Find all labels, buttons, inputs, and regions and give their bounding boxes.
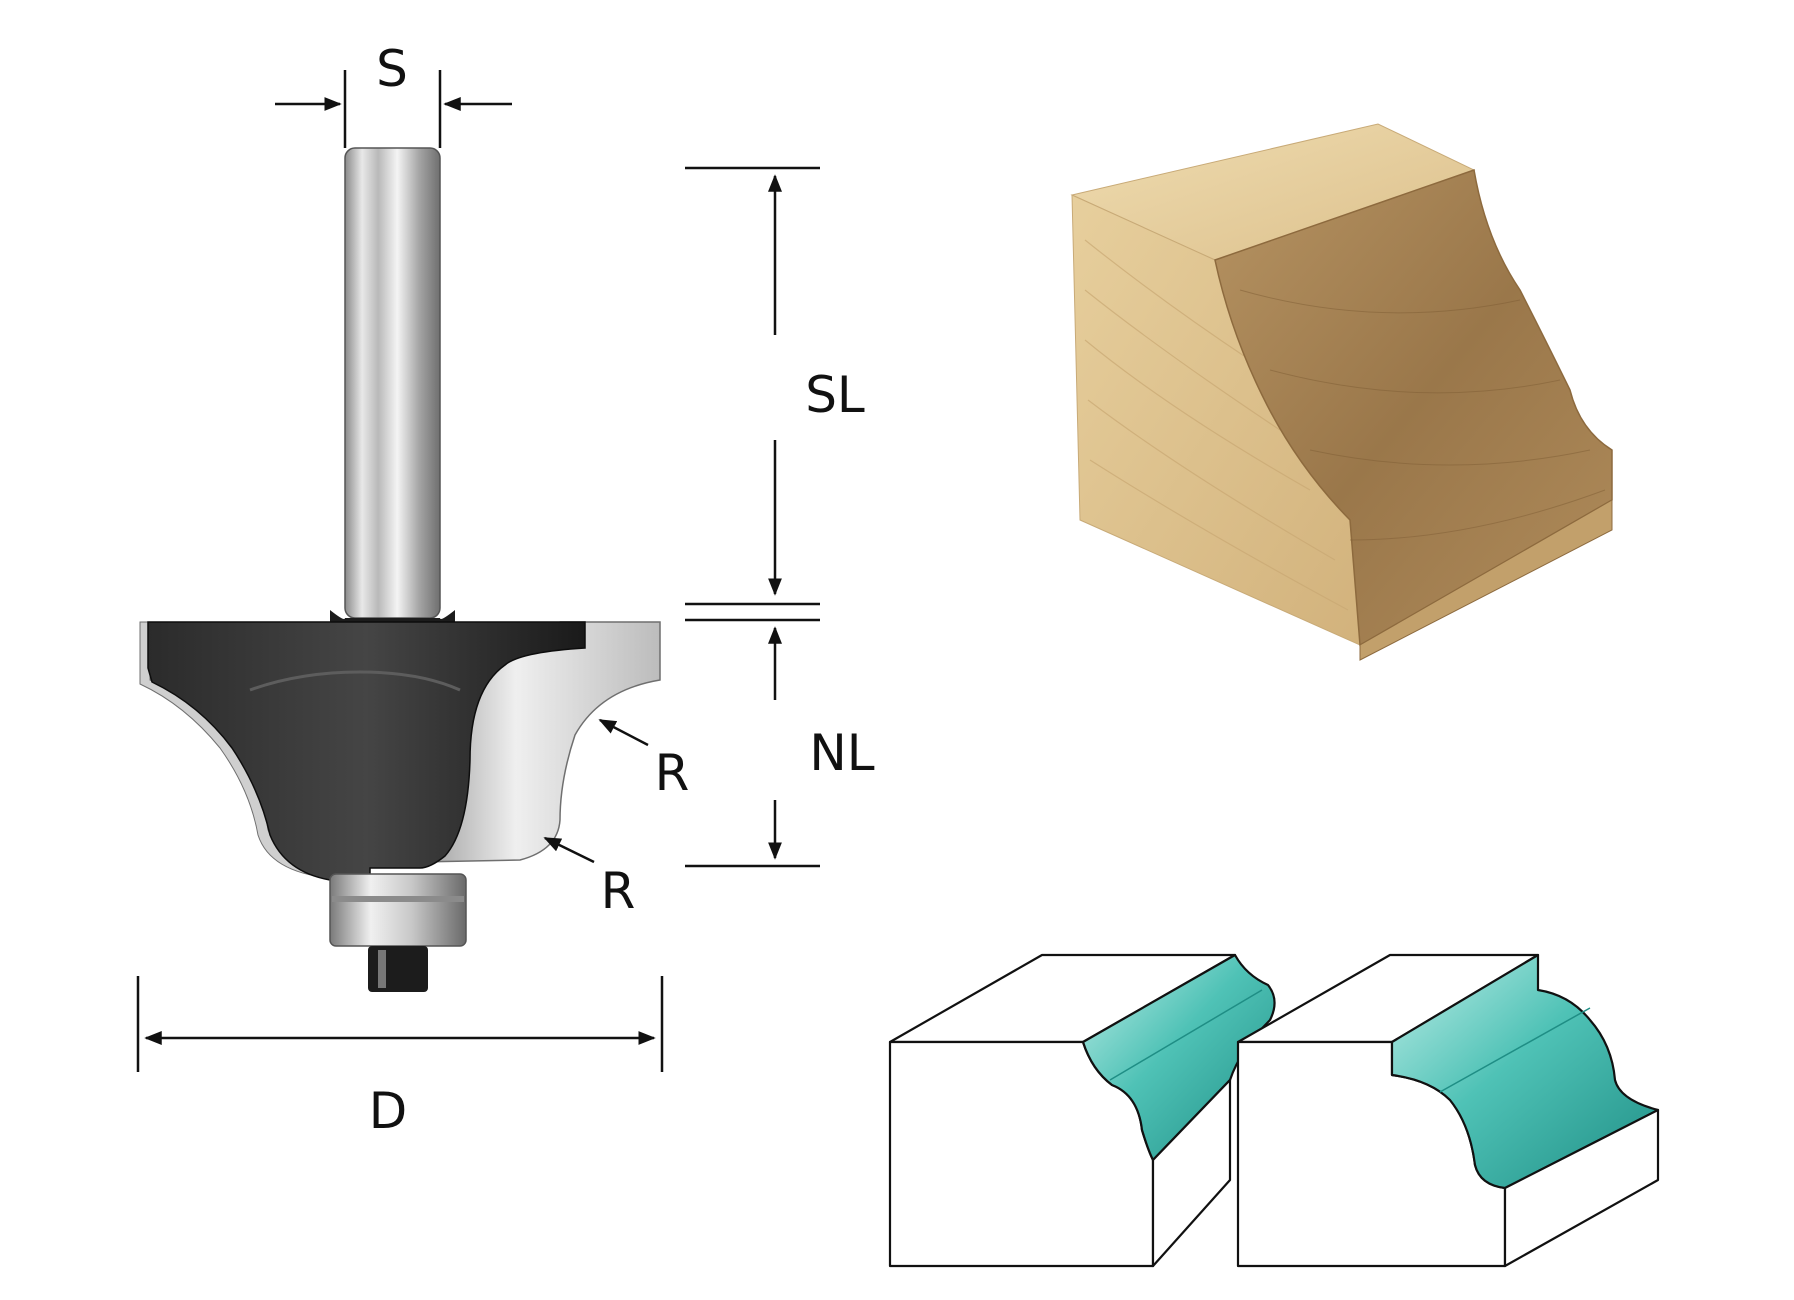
label-sl: SL <box>805 366 865 424</box>
bearing <box>329 873 467 947</box>
wood-sample <box>1070 123 1613 661</box>
label-d: D <box>369 1082 408 1140</box>
profile-left-teal-seam <box>1109 989 1263 1081</box>
profile-right-teal-seam <box>1439 1007 1591 1093</box>
label-nl: NL <box>809 724 874 782</box>
dimension-labels: S SL NL R R D <box>369 40 875 1140</box>
profile-block-right <box>1236 953 1660 1268</box>
shank <box>344 147 441 619</box>
label-r-lower: R <box>601 862 636 920</box>
bearing-screw-highlight <box>378 950 386 988</box>
r-lower-leader <box>543 836 595 864</box>
label-r-upper: R <box>655 744 690 802</box>
bearing-screw <box>368 946 428 992</box>
wood-grain-lines <box>1084 239 1349 611</box>
profile-right-side <box>1503 1108 1660 1268</box>
cutter-body-highlight <box>249 670 461 692</box>
wood-step-face <box>1359 499 1613 661</box>
router-bit <box>139 147 661 992</box>
profile-block-left <box>888 953 1276 1268</box>
bearing-groove <box>332 896 464 902</box>
profile-left-side <box>1151 1078 1232 1268</box>
label-s: S <box>376 40 408 98</box>
wood-end-texture <box>1239 289 1606 541</box>
dimensions <box>136 70 820 1072</box>
wood-end-face <box>1214 169 1613 647</box>
r-upper-leader <box>598 718 649 747</box>
